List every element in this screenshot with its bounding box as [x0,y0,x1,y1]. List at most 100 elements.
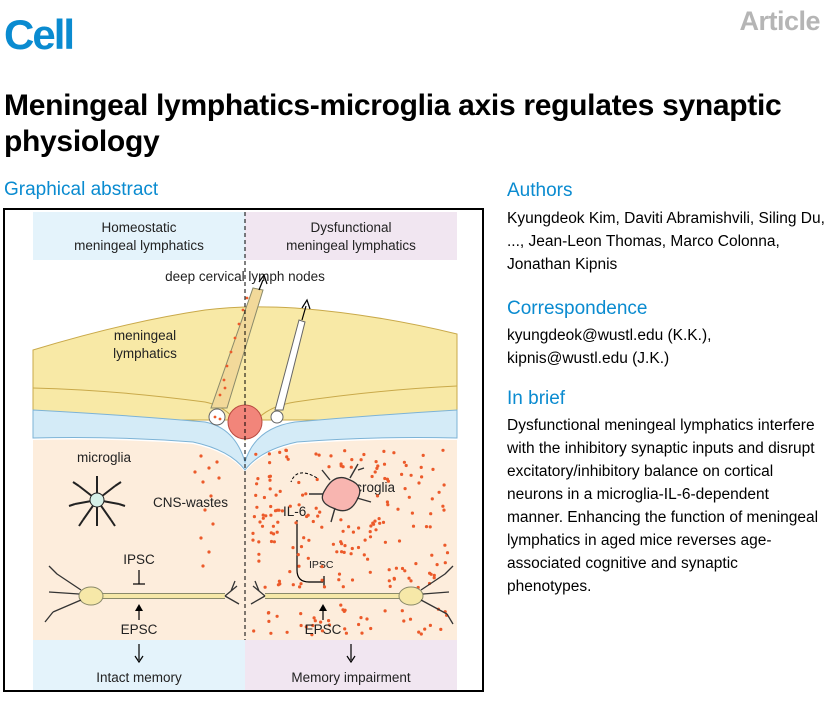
waste-dot [428,623,432,627]
waste-dot [443,543,447,547]
waste-dot [258,520,262,524]
waste-dot [299,612,303,616]
waste-dot [341,529,345,533]
waste-dot [387,579,391,583]
waste-dot [301,493,305,497]
waste-dot [365,617,369,621]
waste-dot [278,489,282,493]
waste-dot [343,608,347,612]
waste-dot [320,565,324,569]
waste-dot [263,585,267,589]
waste-dot [403,569,407,573]
lymphatic-vessel-dysfunctional [274,319,306,411]
waste-dot [299,582,303,586]
epsc-right-label: EPSC [305,622,342,637]
waste-dot [257,559,261,563]
waste-dot [320,578,324,582]
graphical-abstract-heading: Graphical abstract [4,179,159,200]
waste-dot [392,451,396,455]
waste-dot [278,582,282,586]
waste-dot [339,540,343,544]
waste-dot [297,480,301,485]
waste-dot [441,504,445,508]
waste-dot [357,622,361,627]
lymphatic-vessel-functional [210,287,264,409]
waste-dot [432,576,436,580]
waste-dot [273,509,278,513]
waste-dot [268,478,272,482]
waste-dot [377,517,381,521]
in-brief-heading: In brief [507,388,566,409]
waste-dot [317,453,321,457]
article-type-label: Article [739,6,820,36]
il6-label: IL-6 [283,504,306,519]
waste-dot [272,540,276,544]
waste-dot [344,631,348,635]
waste-dot [430,497,434,501]
waste-dot [307,538,311,542]
neuron-right [250,565,454,625]
waste-dot [255,505,259,509]
waste-dot [327,619,331,623]
microglia-left-label: microglia [77,450,132,465]
waste-dots-left [193,454,221,568]
waste-dot [400,472,404,476]
waste-dot [269,539,274,544]
waste-dot [294,521,298,525]
waste-dot [343,544,347,548]
waste-dot [408,617,413,621]
waste-dot [277,508,281,512]
waste-dot [337,578,341,582]
waste-dot [417,481,421,485]
waste-dot [266,611,270,615]
waste-dot [359,458,363,462]
journal-logo: Cell [4,11,75,58]
waste-dot [342,550,346,554]
waste-dot [319,620,323,624]
waste-dot [411,524,416,528]
outcome-right-label: Memory impairment [291,670,411,685]
waste-dot [378,521,382,525]
ipsc-left-label: IPSC [123,552,155,567]
waste-dot [419,632,423,636]
waste-dot [269,631,273,635]
waste-dot [373,519,377,523]
waste-dot [291,546,295,550]
right-header-band [245,212,457,260]
waste-dot [432,573,436,577]
waste-dot [297,503,301,507]
waste-dot [337,572,342,576]
waste-dot [256,477,260,481]
waste-dot [349,465,353,469]
waste-dot [339,518,343,522]
waste-dot [409,473,413,477]
waste-dot [431,467,435,471]
waste-dot [385,500,389,504]
waste-dot [284,448,288,453]
waste-dot [375,494,380,498]
waste-dot [327,623,332,627]
csf-layer [32,409,458,471]
waste-dot [402,460,406,464]
waste-dot [320,525,324,529]
waste-dot [442,508,446,512]
waste-dot [254,493,258,497]
left-header-band [33,212,245,260]
waste-dot [310,633,314,637]
waste-dot [351,530,355,534]
waste-dot [421,453,425,457]
waste-dot [252,629,256,633]
outcome-left-label: Intact memory [96,670,182,685]
waste-dot [313,619,317,623]
correspondence-emails: kyungdeok@wustl.edu (K.K.), kipnis@wustl… [507,327,712,367]
waste-dot [439,627,443,631]
waste-dot [371,521,375,525]
waste-dot [382,449,386,453]
waste-dot [368,570,372,574]
waste-dot [288,504,292,508]
waste-dot [339,464,343,468]
waste-dot [369,626,373,631]
waste-dot [430,553,434,557]
